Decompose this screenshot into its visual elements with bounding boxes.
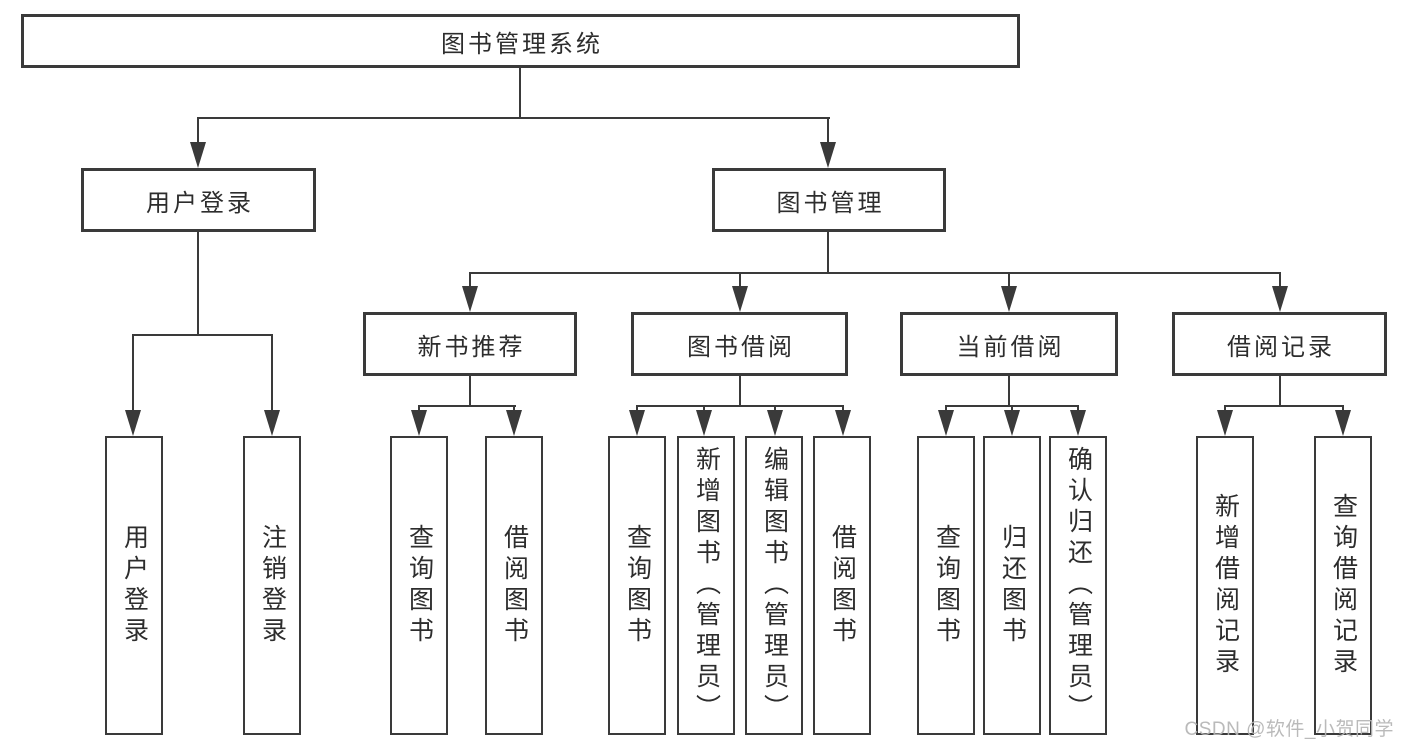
arrow-down-icon	[1070, 410, 1086, 436]
connector-line	[739, 272, 741, 290]
connector-line	[132, 334, 273, 336]
connector-line	[469, 272, 1281, 274]
watermark: CSDN @软件_小贺同学	[1184, 719, 1394, 740]
connector-line	[827, 232, 829, 274]
connector-line	[469, 272, 471, 290]
connector-line	[774, 405, 776, 414]
node-library-system: 图书管理系统	[21, 14, 1020, 68]
connector-line	[842, 405, 844, 414]
connector-line	[1008, 376, 1010, 407]
leaf-edit-book-admin: 编辑图书（管理员）	[745, 436, 803, 735]
connector-line	[271, 334, 273, 414]
connector-line	[827, 117, 829, 146]
leaf-confirm-return-admin: 确认归还（管理员）	[1049, 436, 1107, 735]
arrow-down-icon	[1004, 410, 1020, 436]
connector-line	[636, 405, 638, 414]
arrow-down-icon	[462, 286, 478, 312]
arrow-down-icon	[938, 410, 954, 436]
arrow-down-icon	[820, 142, 836, 168]
arrow-down-icon	[125, 410, 141, 436]
node-book-management: 图书管理	[712, 168, 946, 232]
leaf-logout: 注销登录	[243, 436, 301, 735]
connector-line	[1011, 405, 1013, 414]
arrow-down-icon	[1272, 286, 1288, 312]
arrow-down-icon	[767, 410, 783, 436]
leaf-borrow-book-1: 借阅图书	[485, 436, 543, 735]
connector-line	[197, 232, 199, 336]
arrow-down-icon	[629, 410, 645, 436]
leaf-borrow-book-2: 借阅图书	[813, 436, 871, 735]
connector-line	[1077, 405, 1079, 414]
leaf-query-book-3: 查询图书	[917, 436, 975, 735]
connector-line	[469, 376, 471, 407]
node-current-borrowing: 当前借阅	[900, 312, 1118, 376]
arrow-down-icon	[1001, 286, 1017, 312]
connector-line	[132, 334, 134, 414]
connector-line	[197, 117, 830, 119]
node-new-book-recommend: 新书推荐	[363, 312, 577, 376]
leaf-query-book-1: 查询图书	[390, 436, 448, 735]
connector-line	[1342, 405, 1344, 414]
leaf-user-login: 用户登录	[105, 436, 163, 735]
arrow-down-icon	[732, 286, 748, 312]
connector-line	[519, 67, 521, 119]
connector-line	[1279, 376, 1281, 407]
leaf-query-borrow-record: 查询借阅记录	[1314, 436, 1372, 735]
arrow-down-icon	[1217, 410, 1233, 436]
connector-line	[703, 405, 705, 414]
connector-line	[636, 405, 844, 407]
arrow-down-icon	[190, 142, 206, 168]
arrow-down-icon	[264, 410, 280, 436]
node-user-login: 用户登录	[81, 168, 316, 232]
connector-line	[418, 405, 516, 407]
arrow-down-icon	[411, 410, 427, 436]
connector-line	[513, 405, 515, 414]
connector-line	[1224, 405, 1226, 414]
leaf-add-book-admin: 新增图书（管理员）	[677, 436, 735, 735]
arrow-down-icon	[1335, 410, 1351, 436]
connector-line	[1224, 405, 1344, 407]
node-book-borrowing: 图书借阅	[631, 312, 848, 376]
connector-line	[945, 405, 947, 414]
connector-line	[1279, 272, 1281, 290]
connector-line	[197, 117, 199, 146]
connector-line	[418, 405, 420, 414]
arrow-down-icon	[835, 410, 851, 436]
leaf-return-book: 归还图书	[983, 436, 1041, 735]
node-borrowing-records: 借阅记录	[1172, 312, 1387, 376]
arrow-down-icon	[696, 410, 712, 436]
connector-line	[739, 376, 741, 407]
leaf-add-borrow-record: 新增借阅记录	[1196, 436, 1254, 735]
arrow-down-icon	[506, 410, 522, 436]
connector-line	[1008, 272, 1010, 290]
leaf-query-book-2: 查询图书	[608, 436, 666, 735]
